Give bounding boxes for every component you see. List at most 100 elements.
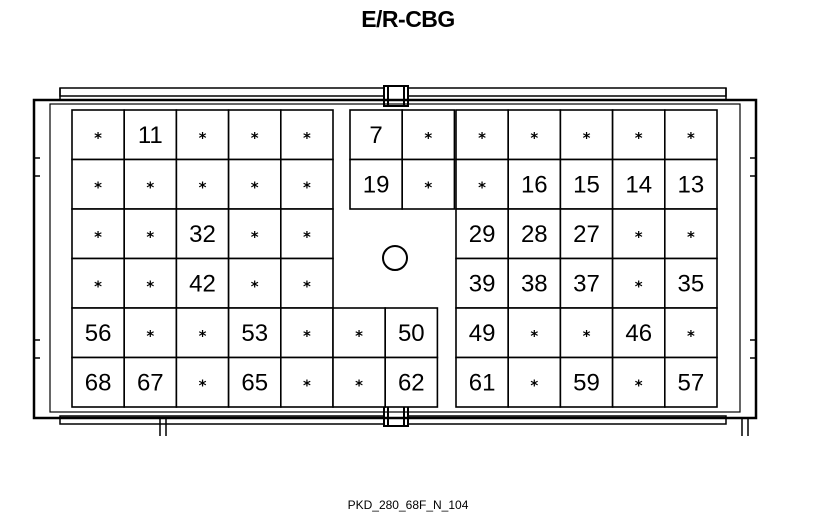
pin-number: 65 xyxy=(241,369,268,396)
unused-pin-marker: * xyxy=(635,376,643,394)
unused-pin-marker: * xyxy=(303,277,311,295)
unused-pin-marker: * xyxy=(478,129,486,147)
pin-block-right: * * * * * * 16 15 14 13 29 28 27 * * 39 38 37 * 35 49 * * 46 * 61… xyxy=(455,109,718,408)
pin-cell xyxy=(507,356,562,408)
unused-pin-marker: * xyxy=(687,327,695,345)
pin-cell xyxy=(123,109,178,161)
pin-number: 15 xyxy=(573,171,600,198)
connector-title: E/R-CBG xyxy=(361,6,455,32)
pin-number: 32 xyxy=(189,221,216,248)
unused-pin-marker: * xyxy=(424,129,432,147)
pin-cell xyxy=(175,307,230,359)
unused-pin-marker: * xyxy=(530,129,538,147)
pin-number: 28 xyxy=(521,221,548,248)
pin-cell xyxy=(332,356,387,408)
pin-number: 16 xyxy=(521,171,548,198)
unused-pin-marker: * xyxy=(424,178,432,196)
pin-cell xyxy=(663,356,718,408)
pin-cell xyxy=(663,109,718,161)
pin-number: 35 xyxy=(678,270,705,297)
pin-cell xyxy=(611,356,666,408)
unused-pin-marker: * xyxy=(251,228,259,246)
pin-cell xyxy=(559,158,614,210)
pin-cell xyxy=(455,307,510,359)
pin-cell xyxy=(384,356,439,408)
unused-pin-marker: * xyxy=(687,228,695,246)
pin-number: 50 xyxy=(398,320,425,347)
unused-pin-marker: * xyxy=(199,129,207,147)
footer-code: PKD_280_68F_N_104 xyxy=(347,498,469,512)
pin-cell xyxy=(71,208,126,260)
pin-number: 42 xyxy=(189,270,216,297)
pin-cell xyxy=(71,356,126,408)
pin-number: 68 xyxy=(85,369,112,396)
unused-pin-marker: * xyxy=(303,228,311,246)
pin-cell xyxy=(123,257,178,309)
pin-cell xyxy=(349,109,404,161)
keying-hole xyxy=(382,245,408,271)
pin-cell xyxy=(663,307,718,359)
pin-number: 67 xyxy=(137,369,164,396)
pin-number: 39 xyxy=(469,270,496,297)
pin-cell xyxy=(175,356,230,408)
pin-number: 38 xyxy=(521,270,548,297)
pin-number: 46 xyxy=(625,320,652,347)
unused-pin-marker: * xyxy=(94,228,102,246)
pin-number: 53 xyxy=(241,320,268,347)
unused-pin-marker: * xyxy=(355,376,363,394)
pin-number: 62 xyxy=(398,369,425,396)
pin-number: 29 xyxy=(469,221,496,248)
connector-housing xyxy=(32,85,758,436)
pin-number: 13 xyxy=(678,171,705,198)
pin-cell xyxy=(401,158,456,210)
unused-pin-marker: * xyxy=(687,129,695,147)
unused-pin-marker: * xyxy=(303,129,311,147)
pin-number: 57 xyxy=(678,369,705,396)
pin-number: 61 xyxy=(469,369,496,396)
unused-pin-marker: * xyxy=(146,277,154,295)
unused-pin-marker: * xyxy=(635,277,643,295)
unused-pin-marker: * xyxy=(251,129,259,147)
pin-number: 19 xyxy=(363,171,390,198)
unused-pin-marker: * xyxy=(146,228,154,246)
pin-cell xyxy=(507,109,562,161)
unused-pin-marker: * xyxy=(303,327,311,345)
pin-cell xyxy=(455,356,510,408)
pin-cell xyxy=(559,208,614,260)
pin-number: 11 xyxy=(138,122,163,149)
unused-pin-marker: * xyxy=(146,178,154,196)
pin-cell xyxy=(611,158,666,210)
unused-pin-marker: * xyxy=(635,228,643,246)
pin-cell xyxy=(349,158,404,210)
unused-pin-marker: * xyxy=(251,277,259,295)
unused-pin-marker: * xyxy=(530,376,538,394)
pin-number: 49 xyxy=(469,320,496,347)
pin-cell xyxy=(123,158,178,210)
unused-pin-marker: * xyxy=(530,327,538,345)
pin-number: 7 xyxy=(369,122,382,149)
pin-cell xyxy=(401,109,456,161)
pin-number: 14 xyxy=(625,171,652,198)
pin-number: 37 xyxy=(573,270,600,297)
unused-pin-marker: * xyxy=(94,178,102,196)
pin-number: 59 xyxy=(573,369,600,396)
pin-cell xyxy=(227,109,282,161)
unused-pin-marker: * xyxy=(478,178,486,196)
pin-cell xyxy=(384,307,439,359)
pin-number: 27 xyxy=(573,221,600,248)
unused-pin-marker: * xyxy=(303,178,311,196)
unused-pin-marker: * xyxy=(251,178,259,196)
pin-cell xyxy=(455,109,510,161)
unused-pin-marker: * xyxy=(94,277,102,295)
pin-cell xyxy=(227,356,282,408)
unused-pin-marker: * xyxy=(635,129,643,147)
pin-cell xyxy=(279,307,334,359)
unused-pin-marker: * xyxy=(303,376,311,394)
pin-cell xyxy=(332,307,387,359)
unused-pin-marker: * xyxy=(199,376,207,394)
pin-cell xyxy=(279,109,334,161)
unused-pin-marker: * xyxy=(199,178,207,196)
unused-pin-marker: * xyxy=(583,327,591,345)
